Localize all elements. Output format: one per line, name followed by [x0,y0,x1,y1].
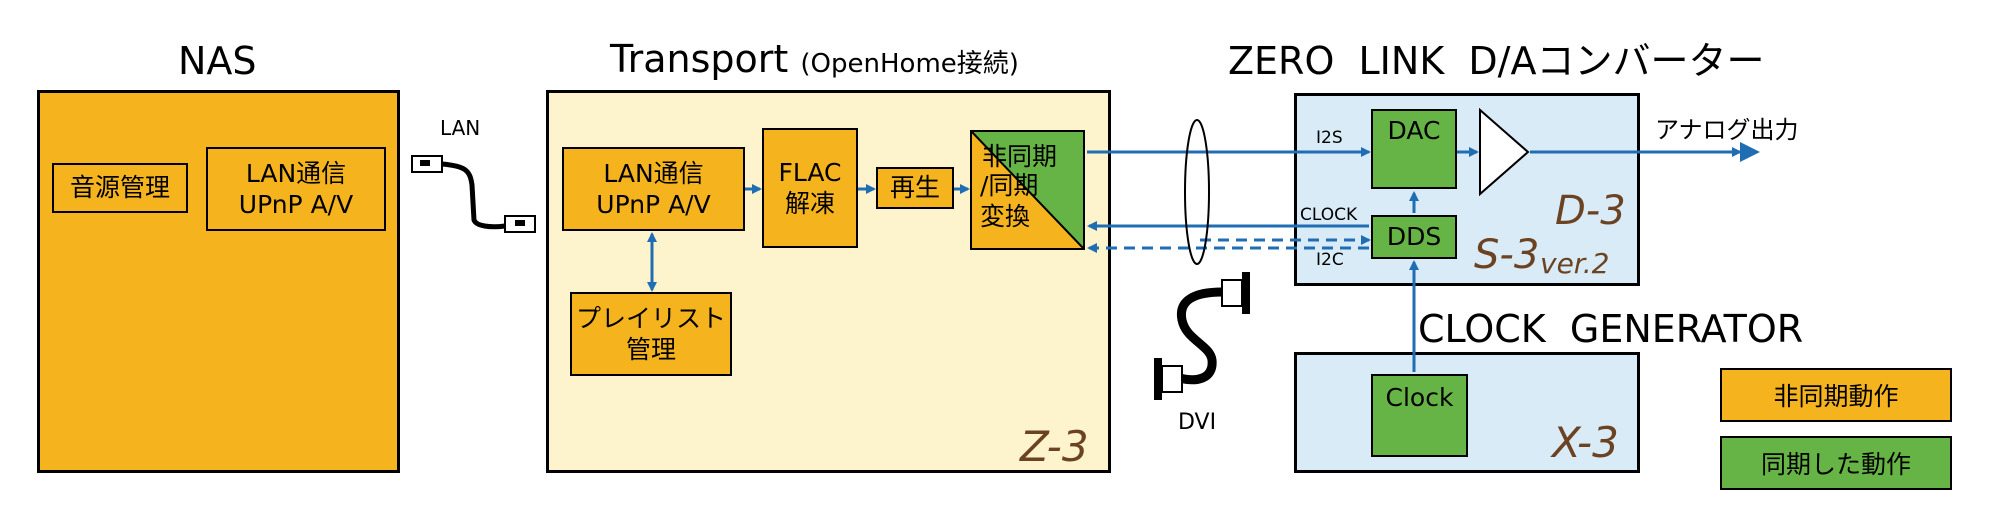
transport-flow-arrows [647,184,970,292]
transport-subtitle: (OpenHome接続) [800,49,1019,79]
transport-block-play: 再生 [876,167,954,209]
transport-block-flac: FLAC 解凍 [762,128,858,248]
signal-i2c-label: I2C [1316,250,1344,270]
transport-model-label: Z-3 [1020,422,1089,471]
legend-sync: 同期した動作 [1720,436,1952,490]
nas-block-library: 音源管理 [52,163,188,213]
output-amplifier-triangle [1479,107,1530,197]
analog-output-arrowhead [1740,142,1760,162]
transport-block-async-sync: 非同期 /同期 変換 [970,130,1085,250]
transport-title: Transport (OpenHome接続) [610,40,1019,78]
transport-block-lan: LAN通信 UPnP A/V [562,147,745,231]
dac-unit-title: ZERO LINK D/Aコンバーター [1228,39,1765,83]
async-sync-split-graphic [972,132,1083,248]
clock-block: Clock [1371,374,1468,457]
legend-async: 非同期動作 [1720,368,1952,422]
dvi-cable-icon [1154,272,1250,400]
dvi-label: DVI [1178,410,1217,435]
lan-cable-icon [411,155,536,233]
async-sync-label-top: 非同期 [982,142,1058,171]
transport-block-playlist: プレイリスト 管理 [570,292,732,376]
dac-block: DAC [1371,109,1457,189]
nas-title: NAS [178,39,257,83]
cable-bundle-ellipse [1184,119,1210,265]
clock-generator-title: CLOCK GENERATOR [1418,307,1804,351]
signal-clock-label: CLOCK [1300,205,1358,225]
analog-output-label: アナログ出力 [1655,116,1799,144]
async-sync-label-bottom: /同期 変換 [980,171,1039,232]
transport-title-text: Transport [610,37,789,81]
dac-model-d3: D-3 [1555,188,1626,234]
dac-model-s3: S-3 [1474,232,1540,278]
zero-link-signal-lines [1087,147,1742,372]
dac-unit-box [1294,93,1640,286]
dds-block: DDS [1371,215,1457,259]
signal-i2s-label: I2S [1316,128,1343,148]
nas-block-lan: LAN通信 UPnP A/V [206,147,386,231]
lan-label: LAN [440,116,481,140]
dac-model-ver: ver.2 [1540,247,1610,280]
clock-generator-model-label: X-3 [1552,418,1619,467]
